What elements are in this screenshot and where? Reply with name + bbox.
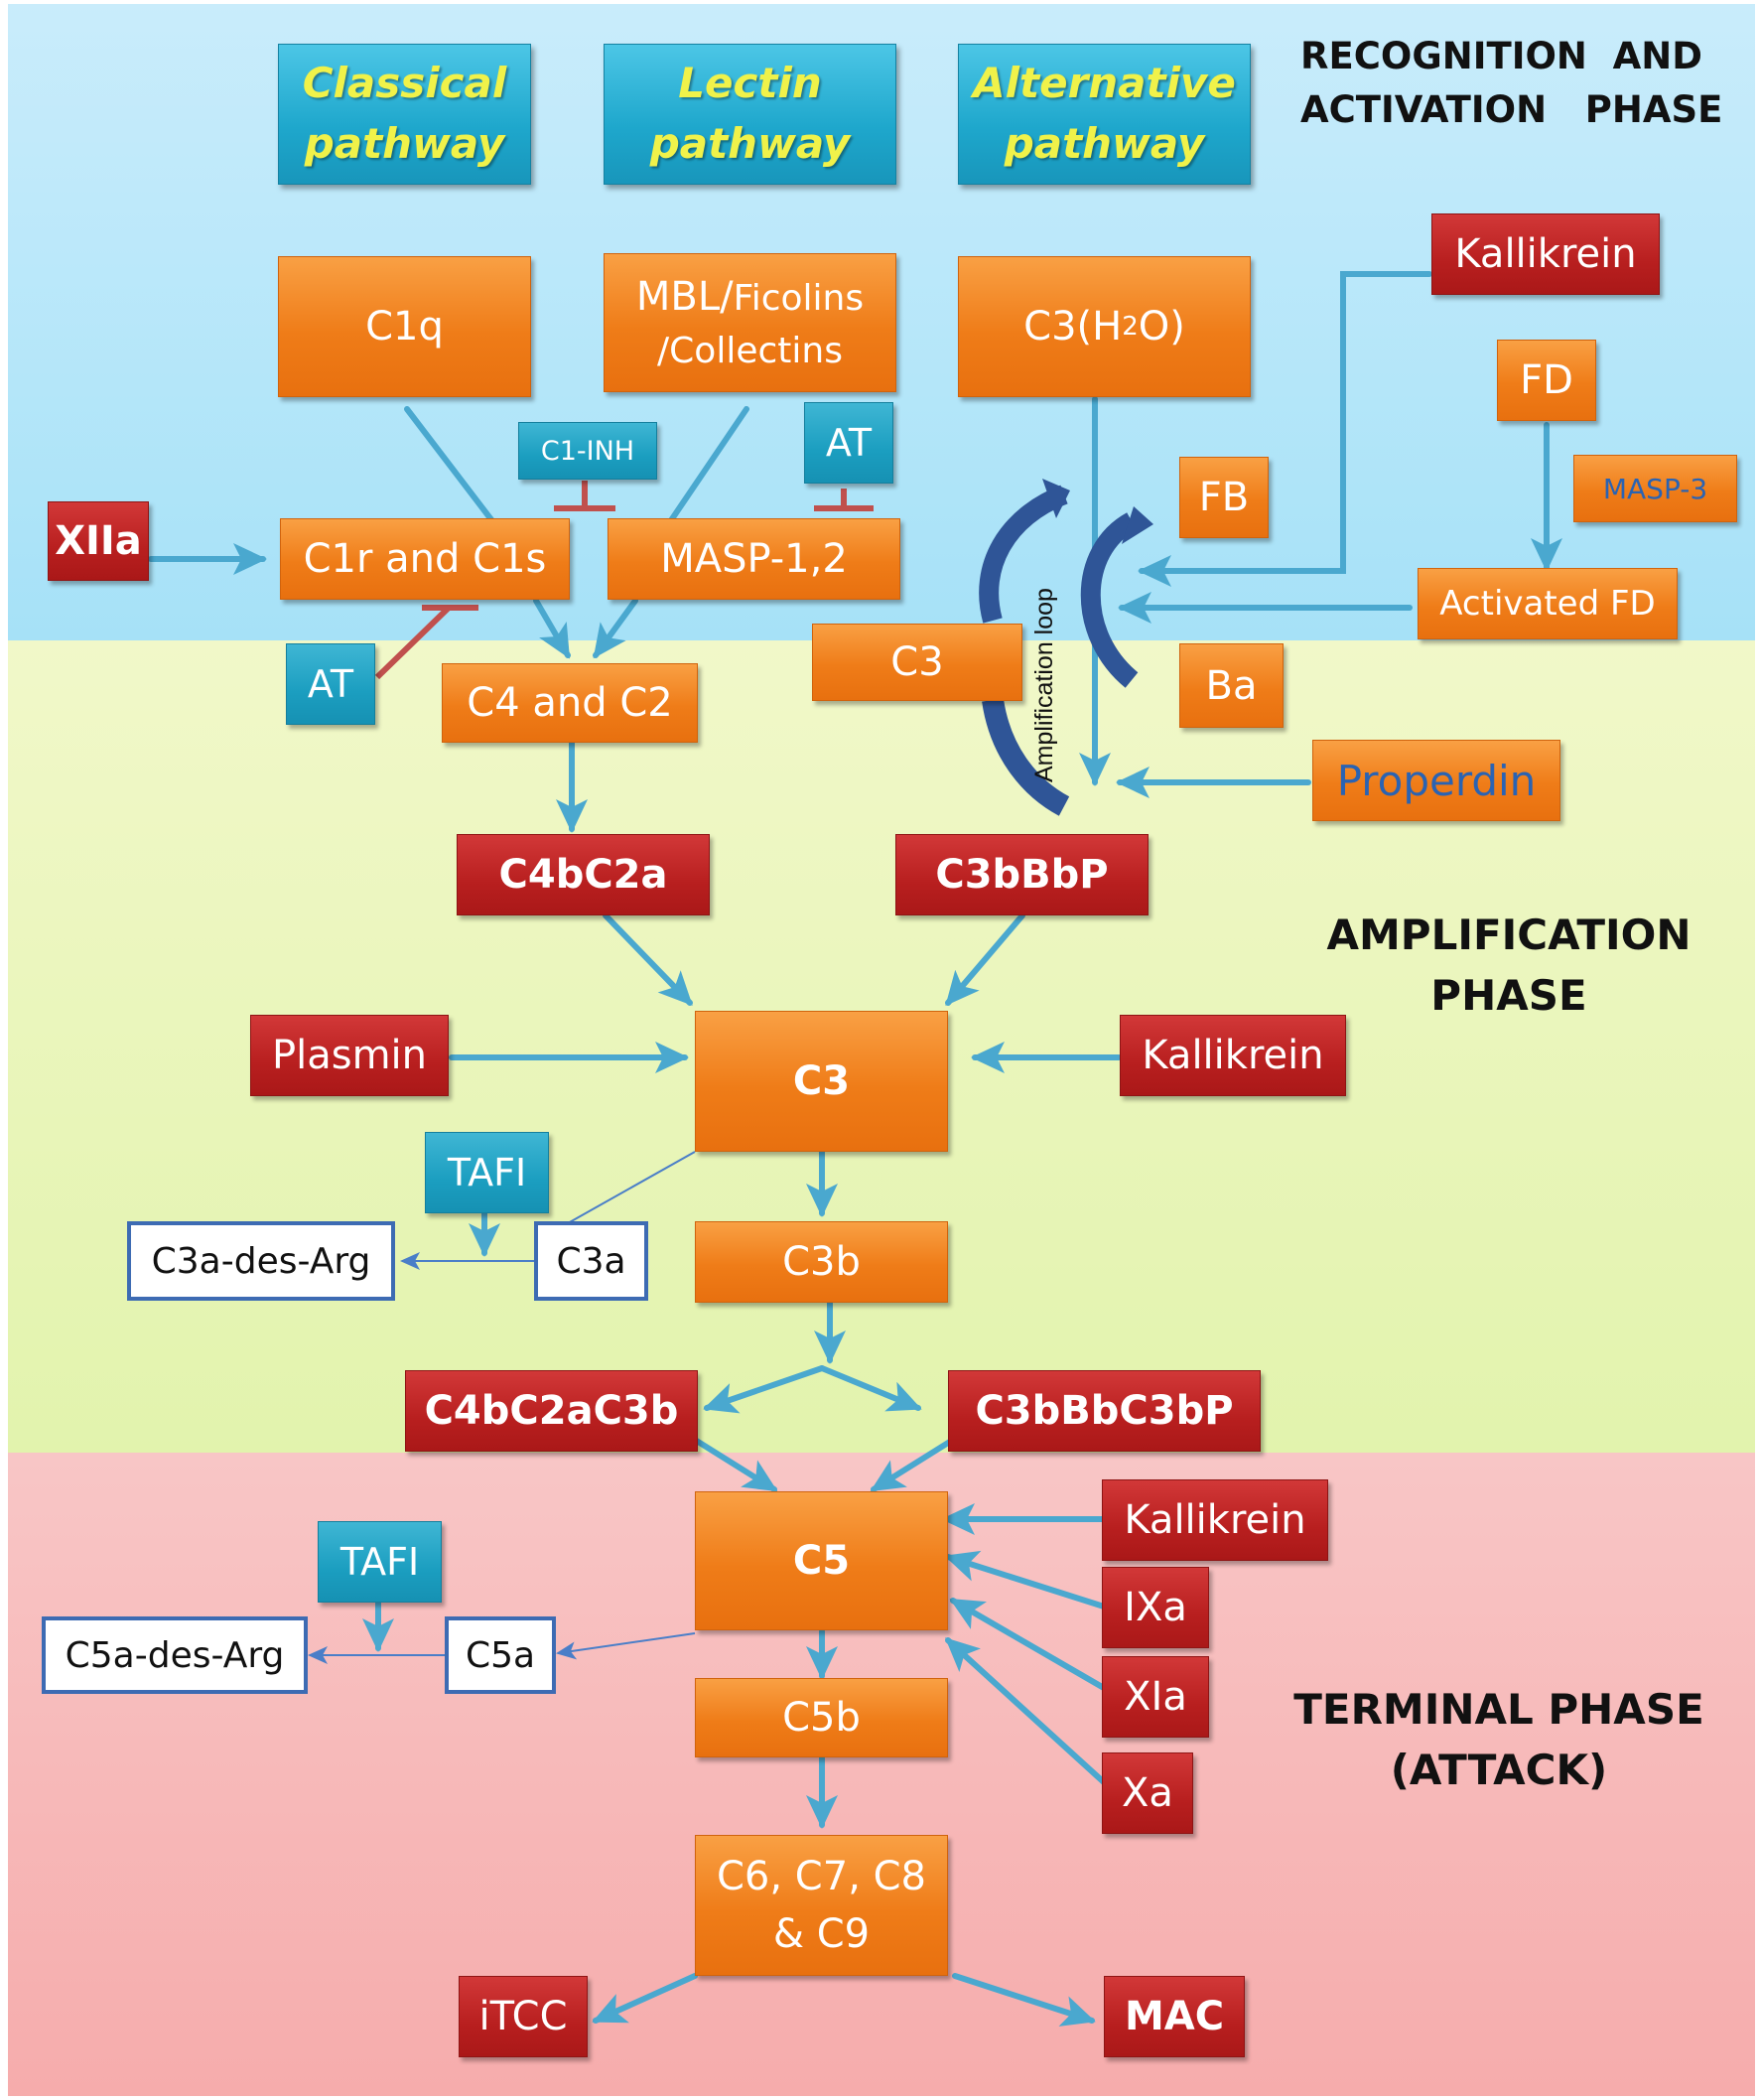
recognition-phase-label: RECOGNITION AND ACTIVATION PHASE: [1300, 30, 1722, 136]
ficolins-text: Ficolins: [733, 277, 865, 319]
collectins-text: /Collectins: [657, 330, 843, 371]
c5b-node: C5b: [695, 1678, 948, 1757]
c4bc2ac3b-to-c5-arrow: [692, 1437, 778, 1492]
c4-c2-node: C4 and C2: [442, 663, 698, 743]
classical-pathway-line1: Classical: [302, 59, 507, 108]
c3h2o-post: O): [1138, 304, 1185, 350]
ixa-node: IXa: [1102, 1567, 1209, 1648]
c3-center-node: C3: [695, 1011, 948, 1152]
xia-node: XIa: [1102, 1656, 1209, 1738]
c4bc2ac3b-node: C4bC2aC3b: [405, 1370, 698, 1452]
lectin-pathway-line2: pathway: [649, 119, 851, 168]
loop-right-arc: [1080, 512, 1139, 688]
c5a-node: C5a: [445, 1616, 556, 1694]
split-right-arrow: [819, 1365, 922, 1412]
recognition-phase-label-line1: RECOGNITION AND: [1300, 35, 1702, 77]
c3h2o-pre: C3(H: [1023, 304, 1123, 350]
at-left-line: [374, 605, 452, 680]
amplification-loop-label: Amplification loop: [1030, 588, 1058, 782]
itcc-node: iTCC: [459, 1976, 588, 2057]
c3bbbc3bp-node: C3bBbC3bP: [948, 1370, 1261, 1452]
c5-to-c5a-thin: [556, 1632, 696, 1660]
c1inh-node: C1-INH: [518, 422, 657, 480]
c1r-c1s-node: C1r and C1s: [280, 518, 570, 600]
alternative-pathway-box: Alternative pathway: [958, 44, 1251, 185]
activated-fd-node: Activated FD: [1418, 568, 1678, 639]
ixa-arrow: [944, 1550, 1107, 1610]
fd-node: FD: [1497, 340, 1596, 421]
mbl-text: MBL/: [635, 273, 734, 320]
masp12-node: MASP-1,2: [608, 518, 900, 600]
mbl-node-line1: MBL/Ficolins: [636, 268, 864, 326]
xia-arrow: [949, 1598, 1107, 1691]
xa-node: Xa: [1102, 1752, 1193, 1834]
c6-c9-line1: C6, C7, C8: [717, 1854, 926, 1899]
lectin-pathway-box: Lectin pathway: [604, 44, 896, 185]
mbl-ficolins-collectins-node: MBL/Ficolins /Collectins: [604, 253, 896, 392]
amplification-loop-arrows: [979, 479, 1153, 816]
at-left-node: AT: [286, 643, 375, 725]
xiia-node: XIIa: [48, 501, 149, 581]
c3-loop-node: C3: [812, 624, 1022, 701]
c4bc2a-node: C4bC2a: [457, 834, 710, 915]
c1q-node: C1q: [278, 256, 531, 397]
c3h2o-sub: 2: [1122, 312, 1139, 342]
c3bbbp-to-c3-arrow: [945, 912, 1025, 1007]
c5a-des-arg-node: C5a-des-Arg: [42, 1616, 308, 1694]
split-left-arrow: [703, 1365, 825, 1414]
classical-pathway-box: Classical pathway: [278, 44, 531, 185]
plasmin-node: Plasmin: [250, 1015, 449, 1096]
mbl-connector: [664, 406, 749, 529]
c6-to-mac-arrow: [952, 1973, 1096, 2027]
alternative-pathway-line1: Alternative: [973, 59, 1236, 108]
c5-node: C5: [695, 1491, 948, 1630]
c4bc2a-to-c3-arrow: [603, 912, 693, 1006]
loop-right-head: [1122, 506, 1153, 544]
kallikrein-top-arrow: [1138, 271, 1432, 587]
ba-node: Ba: [1179, 643, 1284, 728]
terminal-phase-label-line2: (ATTACK): [1390, 1745, 1608, 1794]
masp-to-c4-arrow: [593, 598, 638, 659]
kallikrein-mid-node: Kallikrein: [1120, 1015, 1346, 1096]
fb-node: FB: [1179, 457, 1269, 538]
masp3-node: MASP-3: [1573, 455, 1737, 522]
amplification-phase-label: AMPLIFICATION PHASE: [1320, 906, 1697, 1027]
tafi-1-node: TAFI: [425, 1132, 549, 1213]
amplification-phase-label-line2: PHASE: [1430, 970, 1587, 1020]
c6-c9-node: C6, C7, C8 & C9: [695, 1835, 948, 1976]
kallikrein-bottom-node: Kallikrein: [1102, 1479, 1328, 1561]
c1q-connector: [404, 406, 499, 529]
tafi-2-node: TAFI: [318, 1521, 442, 1603]
loop-upper-left: [979, 485, 1068, 624]
lectin-pathway-line1: Lectin: [678, 59, 822, 108]
c3-to-c3a-thin: [567, 1151, 696, 1224]
c6-to-itcc-arrow: [592, 1973, 698, 2024]
loop-upper-left-head: [1042, 479, 1070, 518]
at-top-node: AT: [804, 402, 893, 484]
properdin-node: Properdin: [1312, 740, 1560, 821]
amplification-phase-label-line1: AMPLIFICATION: [1326, 910, 1691, 959]
kallikrein-top-node: Kallikrein: [1431, 213, 1660, 295]
c3bbbp-node: C3bBbP: [895, 834, 1149, 915]
c3bbbc3bp-to-c5-arrow: [870, 1437, 956, 1492]
c6-c9-line2: & C9: [772, 1911, 871, 1957]
xa-arrow: [945, 1637, 1107, 1785]
classical-pathway-line2: pathway: [304, 119, 505, 168]
alternative-pathway-line2: pathway: [1004, 119, 1205, 168]
c1r-to-c4-arrow: [533, 598, 571, 659]
c3b-node: C3b: [695, 1221, 948, 1303]
c3a-node: C3a: [534, 1221, 648, 1301]
terminal-phase-label: TERMINAL PHASE (ATTACK): [1290, 1680, 1707, 1801]
terminal-phase-label-line1: TERMINAL PHASE: [1293, 1685, 1704, 1734]
mac-node: MAC: [1104, 1976, 1245, 2057]
c3a-des-arg-node: C3a-des-Arg: [127, 1221, 395, 1301]
loop-lower-left: [982, 698, 1070, 816]
